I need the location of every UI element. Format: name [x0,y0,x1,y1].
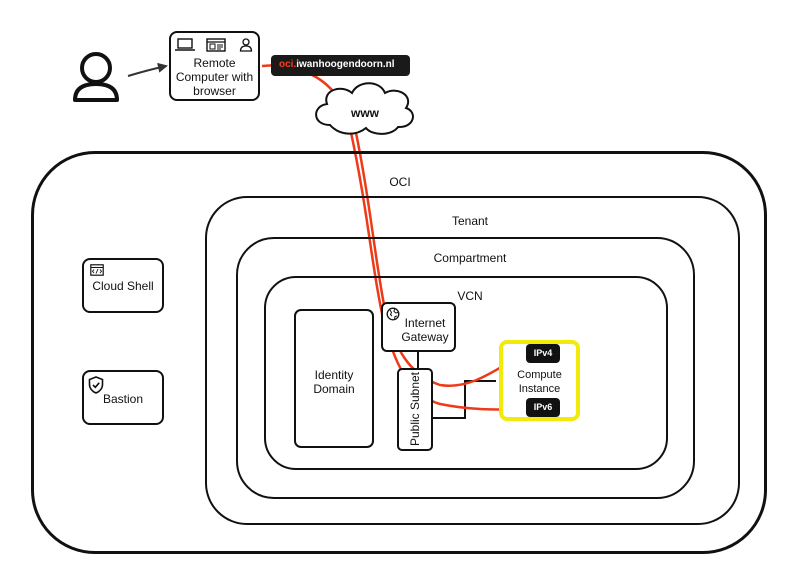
tenant-label: Tenant [451,214,489,228]
public-subnet-node[interactable]: Public Subnet [397,368,433,451]
remote-label-line2: Computer with [175,70,254,84]
compartment-frame [236,237,695,499]
compute-line2: Instance [518,383,561,395]
internet-gateway-node[interactable]: Internet Gateway [381,302,456,352]
ipv6-badge[interactable]: IPv6 [526,398,560,417]
cloud-shell-node[interactable]: Cloud Shell [82,258,164,313]
vcn-label: VCN [457,289,483,303]
subnet-to-compute-connector [433,380,496,419]
url-badge[interactable]: oci.iwanhoogendoorn.nl [271,55,410,76]
internet-gateway-label: Internet Gateway [395,316,455,344]
identity-domain-node[interactable]: Identity Domain [294,309,374,448]
gateway-line1: Internet [404,316,446,330]
identity-line1: Identity [314,368,354,382]
compartment-label: Compartment [433,251,507,265]
browser-window-icon [206,38,226,52]
oci-label: OCI [389,175,411,189]
remote-computer-node[interactable]: Remote Computer with browser [169,31,260,101]
url-prefix: oci. [279,59,297,70]
public-subnet-label: Public Subnet [408,371,422,447]
tenant-frame [205,196,740,525]
internet-cloud-label: www [350,106,379,120]
shield-check-icon [88,376,104,394]
globe-icon [386,307,400,321]
identity-domain-label: Identity Domain [296,368,372,396]
oci-frame [31,151,767,554]
url-domain: iwanhoogendoorn.nl [296,59,395,70]
person-icon [239,38,253,52]
remote-label-line1: Remote [193,56,236,70]
compute-line1: Compute [517,369,562,381]
laptop-icon [175,38,195,51]
remote-label-line3: browser [193,84,236,98]
ipv4-badge[interactable]: IPv4 [526,344,560,363]
compute-instance-label: Compute Instance [503,368,576,396]
terminal-icon [90,264,104,276]
bastion-node[interactable]: Bastion [82,370,164,425]
identity-line2: Domain [313,382,355,396]
remote-computer-label: Remote Computer with browser [171,56,258,98]
bastion-label: Bastion [102,392,144,406]
user-to-remote-arrow [127,62,168,77]
gateway-line2: Gateway [401,330,449,344]
cloud-shell-label: Cloud Shell [92,279,154,293]
vcn-frame [264,276,668,470]
